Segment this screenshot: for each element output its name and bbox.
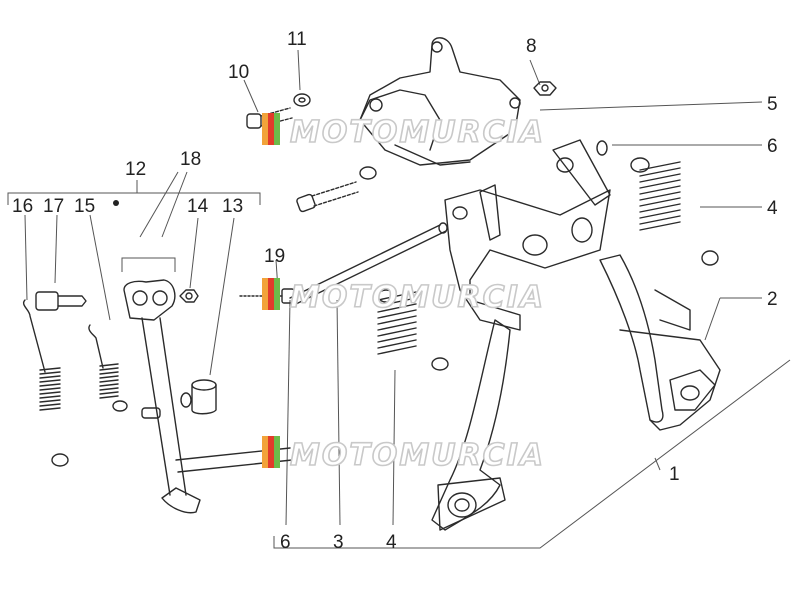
washer-11 [293, 93, 311, 107]
callout-labels: 1 2 3 4 4 5 6 6 8 10 11 12 13 14 15 16 1… [12, 29, 778, 553]
pin-17 [35, 291, 87, 311]
nut-14 [179, 289, 199, 303]
callout-8: 8 [526, 36, 537, 57]
engine-bracket [359, 37, 521, 166]
shaft-3 [289, 222, 448, 305]
watermark-middle: MOTOMURCIA [262, 278, 545, 316]
watermark-top: MOTOMURCIA [262, 113, 545, 151]
spring-4-center [377, 289, 449, 371]
callout-17: 17 [43, 196, 64, 217]
center-stand [431, 139, 721, 531]
spring-16 [22, 299, 69, 467]
callout-1: 1 [669, 464, 680, 485]
callout-11: 11 [287, 29, 307, 50]
leader-lines [7, 49, 791, 549]
clip-6-top [596, 140, 608, 156]
dowel [141, 407, 161, 419]
callout-19: 19 [264, 246, 285, 267]
watermark-bottom: MOTOMURCIA [262, 436, 545, 474]
marker-dot [113, 200, 119, 206]
callout-16: 16 [12, 196, 33, 217]
watermark-text-middle: MOTOMURCIA [290, 280, 545, 315]
callout-14: 14 [187, 196, 209, 217]
callout-4-bottom: 4 [386, 532, 397, 553]
callout-3: 3 [333, 532, 344, 553]
callout-4-right: 4 [767, 198, 778, 219]
callout-15: 15 [74, 196, 95, 217]
callout-13: 13 [222, 196, 243, 217]
callout-12: 12 [125, 159, 146, 180]
spring-4-right [630, 157, 719, 266]
side-stand [123, 279, 293, 514]
watermark-text-bottom: MOTOMURCIA [290, 438, 545, 473]
nut-8 [533, 81, 557, 96]
callout-6-right: 6 [767, 136, 778, 157]
watermark-text-top: MOTOMURCIA [290, 115, 545, 150]
callout-18: 18 [180, 149, 201, 170]
callout-5: 5 [767, 94, 778, 115]
callout-10: 10 [228, 62, 249, 83]
long-bolt [296, 166, 377, 213]
callout-6-bottom: 6 [280, 532, 291, 553]
spring-15 [88, 324, 128, 412]
callout-2: 2 [767, 289, 778, 310]
